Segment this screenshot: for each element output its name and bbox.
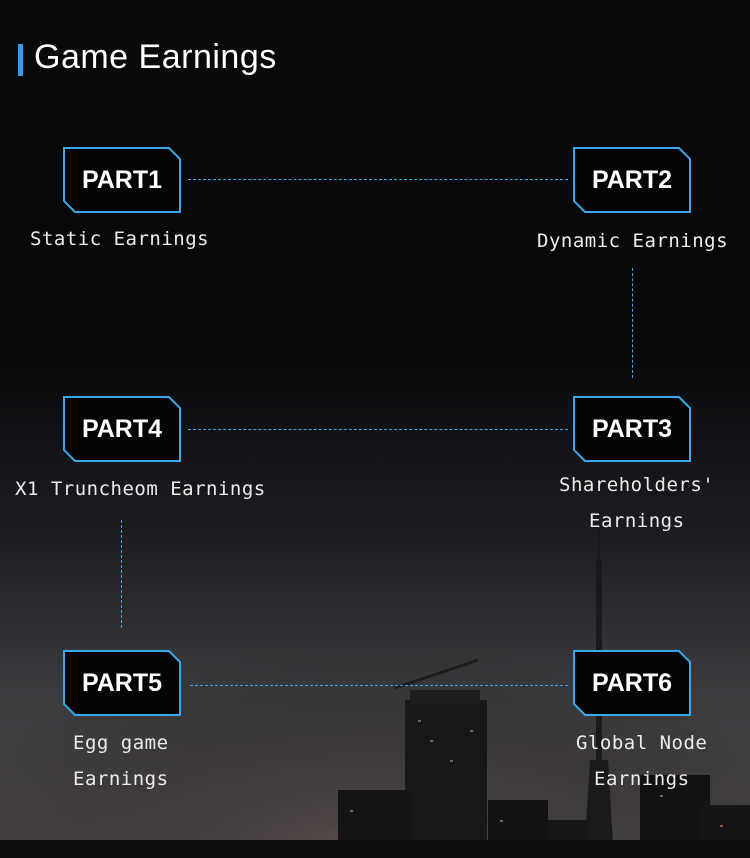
connector-part5-part6 (190, 685, 568, 686)
part4-label: PART4 (81, 415, 163, 443)
part5-label: PART5 (81, 669, 163, 697)
connector-part1-part2 (188, 179, 568, 180)
part1-label: PART1 (81, 166, 163, 194)
part2-caption: Dynamic Earnings (537, 230, 729, 252)
hex-frame-icon (63, 147, 181, 213)
part6-box: PART6 (573, 650, 691, 716)
part2-box: PART2 (573, 147, 691, 213)
part5-caption-line1: Egg game (73, 732, 169, 754)
part2-label: PART2 (591, 166, 673, 194)
part1-caption: Static Earnings (30, 228, 210, 250)
part6-caption-line1: Global Node (576, 732, 708, 754)
title-accent-bar (18, 44, 23, 76)
part6-label: PART6 (591, 669, 673, 697)
hex-frame-icon (573, 147, 691, 213)
hex-frame-icon (63, 396, 181, 462)
connector-part4-part3 (188, 429, 568, 430)
part3-box: PART3 (573, 396, 691, 462)
connector-part2-part3 (632, 268, 633, 378)
part3-label: PART3 (591, 415, 673, 443)
part1-box: PART1 (63, 147, 181, 213)
part4-box: PART4 (63, 396, 181, 462)
connector-part4-part5 (121, 520, 122, 628)
part3-caption-line2: Earnings (589, 510, 685, 532)
hex-frame-icon (573, 396, 691, 462)
hex-frame-icon (63, 650, 181, 716)
part5-box: PART5 (63, 650, 181, 716)
part4-caption: X1 Truncheom Earnings (15, 478, 266, 500)
part5-caption-line2: Earnings (73, 768, 169, 790)
page-title: Game Earnings (34, 38, 277, 76)
hex-frame-icon (573, 650, 691, 716)
part6-caption-line2: Earnings (594, 768, 690, 790)
part3-caption-line1: Shareholders' (559, 474, 715, 496)
